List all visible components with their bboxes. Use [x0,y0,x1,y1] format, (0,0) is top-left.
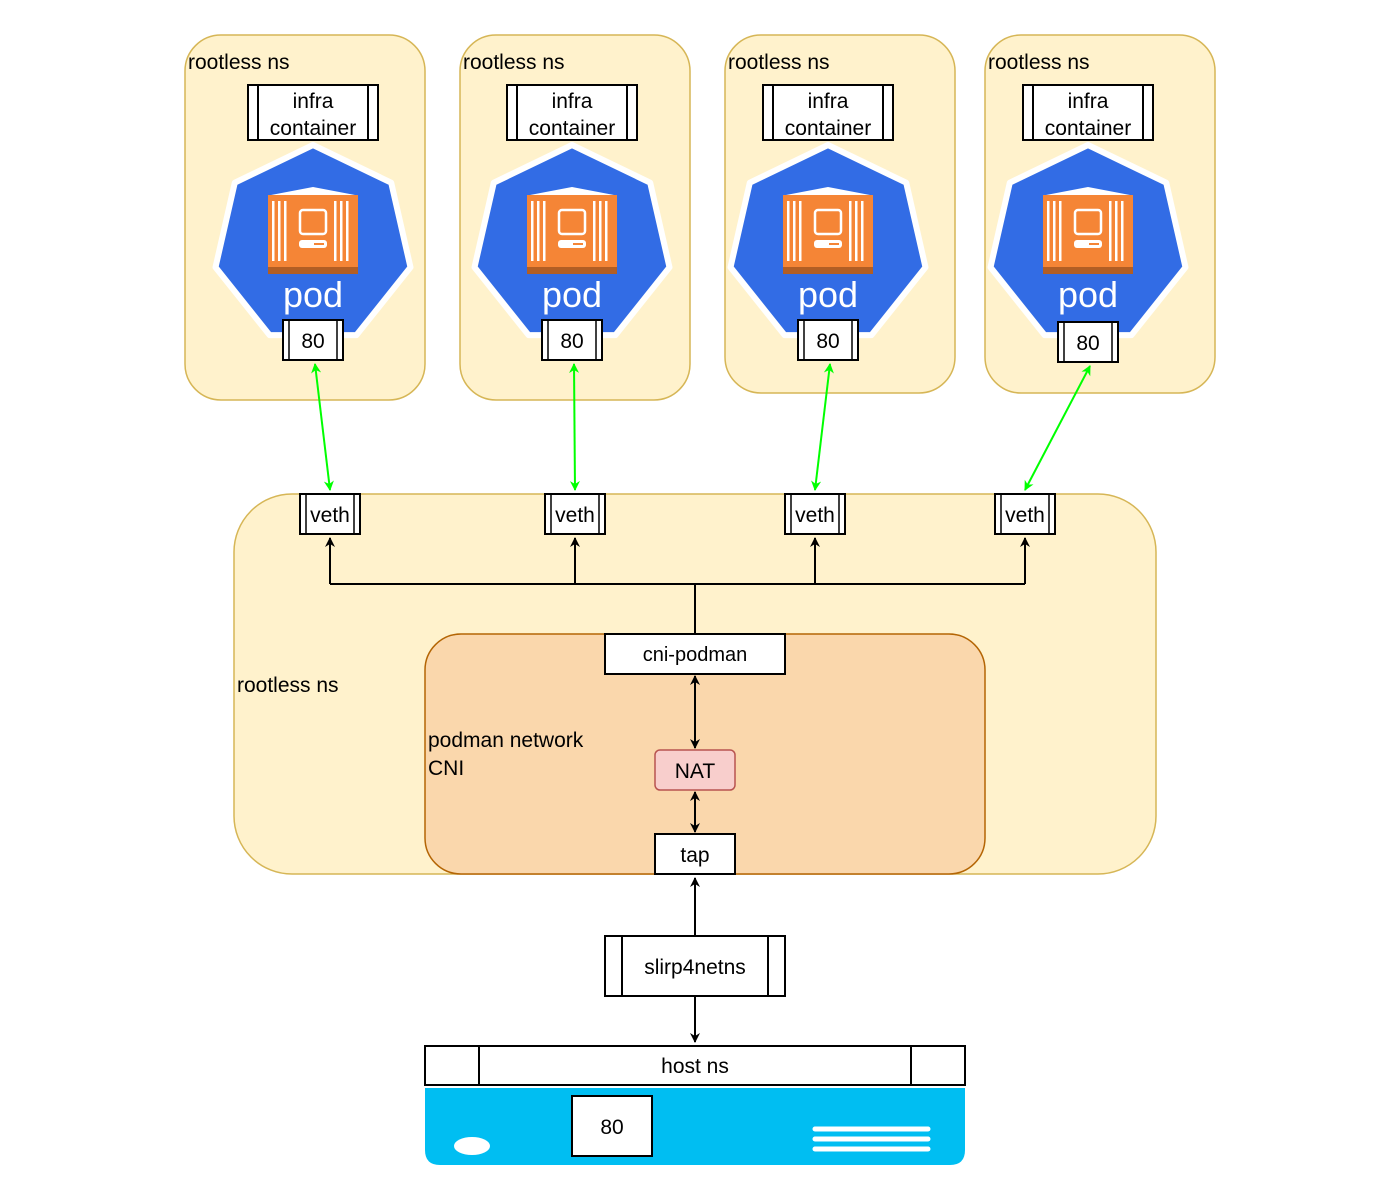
cni-label-line2: CNI [428,757,464,780]
infra-label-line2: container [270,117,356,140]
cni-label-line1: podman network [428,729,584,752]
veth-interface-1[interactable]: veth [299,493,361,535]
pod-ns-label: rootless ns [188,51,290,74]
pod-namespace-2: rootless ns infra container pod 80 [459,34,691,401]
container-icon [268,187,358,274]
pod-namespace-4: rootless ns infra container pod 80 [984,34,1216,394]
infra-container[interactable]: infra container [506,84,638,141]
k8s-pod-icon: pod [987,142,1189,339]
host-port[interactable]: 80 [571,1095,653,1157]
tap-interface[interactable]: tap [654,833,736,875]
veth-interface-2[interactable]: veth [544,493,606,535]
infra-label-line1: infra [1068,90,1109,113]
pod-namespace-3: rootless ns infra container pod 80 [724,34,956,394]
container-icon [1043,187,1133,274]
pod-veth-link-4 [1024,365,1091,491]
veth-interface-4[interactable]: veth [994,493,1056,535]
infra-label-line1: infra [552,90,593,113]
slirp4netns-label: slirp4netns [644,956,746,979]
host-server-icon [425,1088,965,1165]
pod-port-label: 80 [560,330,583,353]
infra-label-line1: infra [808,90,849,113]
infra-label-line2: container [529,117,615,140]
container-icon [783,187,873,274]
pod-port-label: 80 [1076,332,1099,355]
slirp4netns-process[interactable]: slirp4netns [604,935,786,997]
nat-label: NAT [675,760,716,783]
tap-label: tap [680,844,709,867]
cni-podman-label: cni-podman [643,644,748,666]
host-ns-label: host ns [661,1055,729,1078]
container-icon [527,187,617,274]
pod-label: pod [1058,274,1118,315]
infra-label-line1: infra [293,90,334,113]
bridge-bus [325,537,1030,634]
infra-label-line2: container [785,117,871,140]
veth-label: veth [310,504,350,527]
pod-veth-link-2 [569,363,580,491]
pod-port[interactable]: 80 [1057,321,1119,363]
server-vent-icon [812,1126,931,1152]
pod-label: pod [283,274,343,315]
pod-veth-link-1 [311,363,334,491]
pod-port[interactable]: 80 [282,319,344,361]
server-led-icon [454,1137,490,1155]
veth-label: veth [1005,504,1045,527]
pod-ns-label: rootless ns [728,51,830,74]
pod-port[interactable]: 80 [797,319,859,361]
pod-port-label: 80 [301,330,324,353]
pod-label: pod [542,274,602,315]
pod-port-label: 80 [816,330,839,353]
k8s-pod-icon: pod [212,142,414,339]
cni-podman-bridge[interactable]: cni-podman [604,633,786,675]
veth-interface-3[interactable]: veth [784,493,846,535]
host-port-label: 80 [600,1116,623,1139]
nat-box[interactable]: NAT [654,749,736,791]
k8s-pod-icon: pod [471,142,673,339]
pod-port[interactable]: 80 [541,319,603,361]
pod-veth-link-3 [811,363,834,491]
rootless-ns-label: rootless ns [237,674,339,697]
pod-label: pod [798,274,858,315]
infra-container[interactable]: infra container [1022,84,1154,141]
veth-label: veth [795,504,835,527]
host-ns[interactable]: host ns [424,1045,966,1086]
infra-label-line2: container [1045,117,1131,140]
pod-ns-label: rootless ns [988,51,1090,74]
infra-container[interactable]: infra container [762,84,894,141]
pod-ns-label: rootless ns [463,51,565,74]
infra-container[interactable]: infra container [247,84,379,141]
veth-label: veth [555,504,595,527]
